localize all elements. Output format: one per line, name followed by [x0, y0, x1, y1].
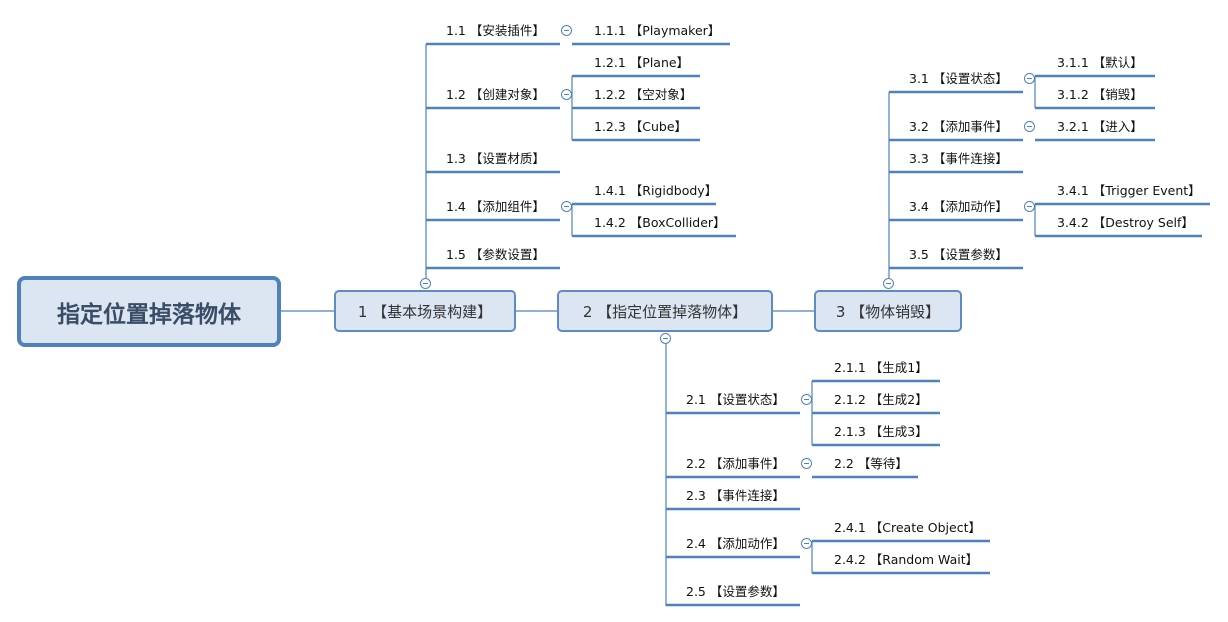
subtopic-3-5[interactable]: 3.5 【设置参数】 — [909, 247, 1008, 262]
subtopic-1-2-1[interactable]: 1.2.1 【Plane】 — [594, 55, 690, 70]
subtopic-2-1[interactable]: 2.1 【设置状态】 — [686, 392, 785, 407]
collapse-toggle-icon[interactable] — [561, 201, 572, 212]
root-topic[interactable]: 指定位置掉落物体 — [17, 276, 281, 347]
topic-2[interactable]: 2 【指定位置掉落物体】 — [557, 290, 773, 332]
subtopic-3-2-1[interactable]: 3.2.1 【进入】 — [1057, 119, 1143, 134]
subtopic-1-1[interactable]: 1.1 【安装插件】 — [446, 23, 545, 38]
subtopic-1-1-1[interactable]: 1.1.1 【Playmaker】 — [594, 23, 721, 38]
subtopic-2-4-2[interactable]: 2.4.2 【Random Wait】 — [834, 552, 979, 567]
subtopic-1-3[interactable]: 1.3 【设置材质】 — [446, 151, 545, 166]
topic-3[interactable]: 3 【物体销毁】 — [814, 290, 962, 332]
subtopic-2-5[interactable]: 2.5 【设置参数】 — [686, 584, 785, 599]
collapse-toggle-icon[interactable] — [801, 458, 812, 469]
subtopic-3-1-2[interactable]: 3.1.2 【销毁】 — [1057, 87, 1143, 102]
subtopic-1-5[interactable]: 1.5 【参数设置】 — [446, 247, 545, 262]
collapse-toggle-icon[interactable] — [1024, 201, 1035, 212]
topic-1[interactable]: 1 【基本场景构建】 — [334, 290, 516, 332]
collapse-toggle-icon[interactable] — [660, 333, 671, 344]
collapse-toggle-icon[interactable] — [801, 394, 812, 405]
subtopic-1-2[interactable]: 1.2 【创建对象】 — [446, 87, 545, 102]
subtopic-3-1-1[interactable]: 3.1.1 【默认】 — [1057, 55, 1143, 70]
subtopic-3-4-1[interactable]: 3.4.1 【Trigger Event】 — [1057, 183, 1201, 198]
collapse-toggle-icon[interactable] — [1024, 121, 1035, 132]
collapse-toggle-icon[interactable] — [561, 25, 572, 36]
subtopic-2-4-1[interactable]: 2.4.1 【Create Object】 — [834, 520, 981, 535]
subtopic-2-1-3[interactable]: 2.1.3 【生成3】 — [834, 424, 928, 439]
subtopic-2-2-1[interactable]: 2.2 【等待】 — [834, 456, 908, 471]
subtopic-3-4-2[interactable]: 3.4.2 【Destroy Self】 — [1057, 215, 1194, 230]
subtopic-1-4-1[interactable]: 1.4.1 【Rigidbody】 — [594, 183, 718, 198]
subtopic-1-4-2[interactable]: 1.4.2 【BoxCollider】 — [594, 215, 726, 230]
subtopic-3-1[interactable]: 3.1 【设置状态】 — [909, 71, 1008, 86]
subtopic-2-1-2[interactable]: 2.1.2 【生成2】 — [834, 392, 928, 407]
subtopic-2-4[interactable]: 2.4 【添加动作】 — [686, 536, 785, 551]
subtopic-1-2-3[interactable]: 1.2.3 【Cube】 — [594, 119, 688, 134]
subtopic-2-1-1[interactable]: 2.1.1 【生成1】 — [834, 360, 928, 375]
subtopic-2-2[interactable]: 2.2 【添加事件】 — [686, 456, 785, 471]
subtopic-3-2[interactable]: 3.2 【添加事件】 — [909, 119, 1008, 134]
collapse-toggle-icon[interactable] — [420, 278, 431, 289]
collapse-toggle-icon[interactable] — [561, 89, 572, 100]
collapse-toggle-icon[interactable] — [883, 278, 894, 289]
subtopic-3-4[interactable]: 3.4 【添加动作】 — [909, 199, 1008, 214]
subtopic-1-4[interactable]: 1.4 【添加组件】 — [446, 199, 545, 214]
collapse-toggle-icon[interactable] — [1024, 73, 1035, 84]
subtopic-2-3[interactable]: 2.3 【事件连接】 — [686, 488, 785, 503]
subtopic-1-2-2[interactable]: 1.2.2 【空对象】 — [594, 87, 693, 102]
subtopic-3-3[interactable]: 3.3 【事件连接】 — [909, 151, 1008, 166]
collapse-toggle-icon[interactable] — [801, 538, 812, 549]
